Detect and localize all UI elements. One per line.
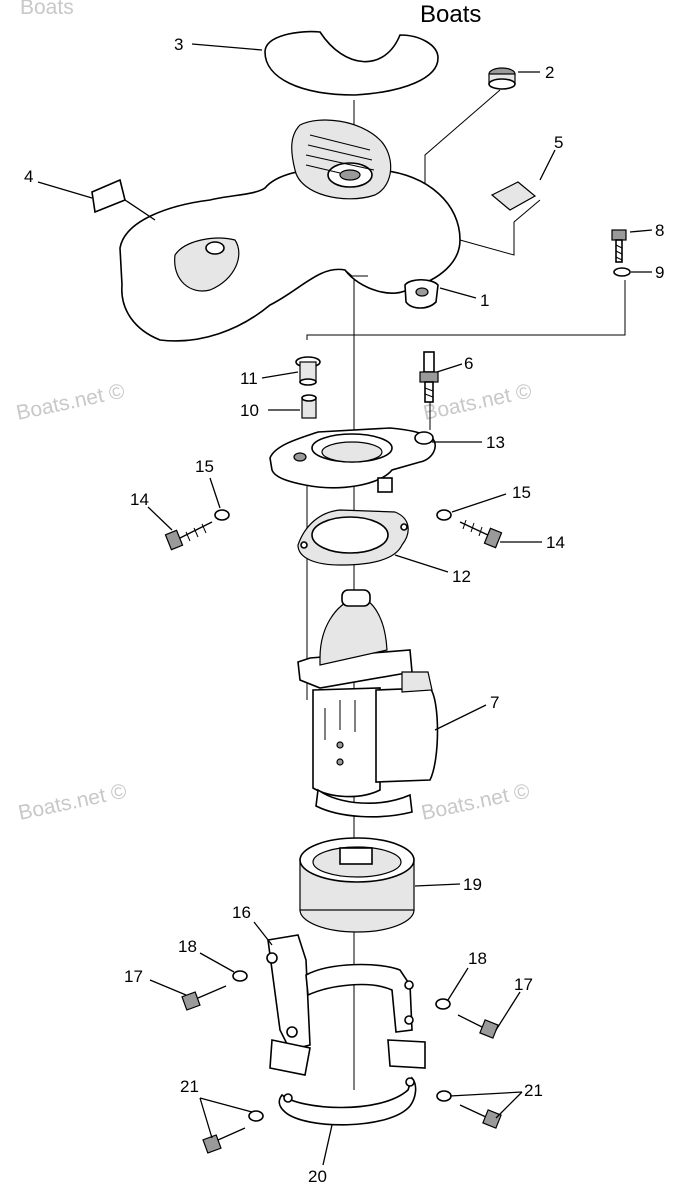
callout-3: 3 bbox=[174, 35, 183, 54]
callout-14-left: 14 bbox=[130, 490, 149, 509]
callout-11: 11 bbox=[240, 369, 258, 388]
part-15-washer-left bbox=[214, 509, 230, 521]
callout-21-left: 21 bbox=[180, 1077, 199, 1096]
part-14-bolt-left bbox=[164, 521, 213, 551]
watermark-top-left: Boats bbox=[20, 0, 74, 19]
callout-10: 10 bbox=[240, 401, 259, 420]
callout-18-left: 18 bbox=[178, 937, 197, 956]
part-9-washer bbox=[613, 267, 631, 277]
part-18-washer-right bbox=[435, 998, 451, 1010]
part-5-decal bbox=[490, 181, 537, 211]
part-8-screw bbox=[611, 229, 627, 263]
part-19-foam-ring bbox=[299, 837, 415, 933]
part-2-grommet bbox=[488, 67, 516, 90]
callout-13: 13 bbox=[486, 433, 505, 452]
part-1-flywheel-cover bbox=[119, 119, 461, 342]
part-21-bolt-left bbox=[202, 1127, 246, 1154]
part-15-washer-right bbox=[436, 509, 452, 521]
strap-decal-left bbox=[269, 1039, 311, 1076]
callout-18-right: 18 bbox=[468, 949, 487, 968]
part-21-washer-right bbox=[436, 1090, 452, 1102]
callout-7: 7 bbox=[490, 693, 499, 712]
part-17-bolt-right bbox=[457, 1014, 499, 1039]
callout-17-left: 17 bbox=[124, 967, 143, 986]
callout-4: 4 bbox=[24, 167, 33, 186]
callout-12: 12 bbox=[452, 567, 471, 586]
callout-15-right: 15 bbox=[512, 483, 531, 502]
part-20-strap bbox=[278, 1076, 417, 1126]
callout-2: 2 bbox=[545, 63, 554, 82]
callout-14-right: 14 bbox=[546, 533, 565, 552]
part-13-bracket bbox=[269, 427, 436, 493]
strap-decal-right bbox=[387, 1039, 426, 1069]
watermark-mid-left: Boats.net © bbox=[14, 379, 127, 424]
part-3-shield bbox=[264, 30, 439, 96]
part-18-washer-left bbox=[232, 970, 248, 982]
callout-9: 9 bbox=[655, 263, 664, 282]
part-17-bolt-left bbox=[181, 985, 227, 1011]
callout-1: 1 bbox=[480, 291, 489, 310]
part-6-stud bbox=[419, 351, 439, 403]
callout-5: 5 bbox=[554, 133, 563, 152]
watermark-low-left: Boats.net © bbox=[16, 779, 129, 824]
strap-hole-right bbox=[405, 1077, 415, 1087]
part-14-bolt-right bbox=[459, 519, 503, 549]
callout-15-left: 15 bbox=[195, 457, 214, 476]
callout-19: 19 bbox=[463, 875, 482, 894]
part-21-bolt-right bbox=[459, 1104, 502, 1129]
callout-20: 20 bbox=[308, 1167, 327, 1186]
watermark-mid-right: Boats.net © bbox=[421, 379, 534, 424]
callout-8: 8 bbox=[655, 221, 664, 240]
part-10-sleeve bbox=[301, 394, 317, 419]
watermark-top-right: Boats bbox=[420, 1, 481, 28]
callout-16: 16 bbox=[232, 903, 251, 922]
callout-17-right: 17 bbox=[514, 975, 533, 994]
part-12-gasket bbox=[297, 509, 409, 566]
callout-21-right: 21 bbox=[524, 1081, 543, 1100]
watermark-low-right: Boats.net © bbox=[419, 779, 532, 824]
strap-hole-left bbox=[283, 1093, 293, 1103]
leader-lines bbox=[37, 43, 653, 1166]
part-21-washer-left bbox=[248, 1110, 264, 1122]
part-11-bushing bbox=[295, 356, 321, 386]
part-7-starter-motor bbox=[297, 589, 439, 818]
callout-labels: 3 2 4 5 8 9 1 11 6 10 13 15 15 14 14 12 … bbox=[24, 35, 664, 1186]
part-4-decal bbox=[91, 178, 126, 214]
part-16-bracket bbox=[266, 934, 414, 1051]
callout-6: 6 bbox=[464, 354, 473, 373]
